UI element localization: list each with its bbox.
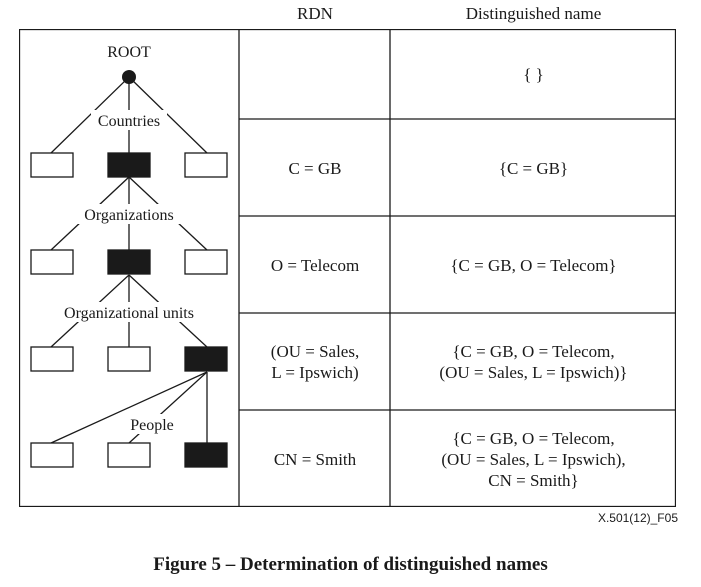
table-grid [19,29,676,507]
level-label-organizations: Organizations [84,207,173,224]
directory-tree: ROOT Countries Organizations Organizatio… [30,44,228,468]
country-node [184,152,228,178]
rdn-column-header: RDN [297,4,333,23]
rdn-cell-org-unit: (OU = Sales, L = Ipswich) [270,342,360,382]
root-node [122,70,136,84]
root-label: ROOT [107,44,151,61]
figure-caption: Figure 5 – Determination of distinguishe… [153,554,548,575]
level-label-countries: Countries [98,113,160,130]
org-unit-node [107,346,151,372]
country-node [30,152,74,178]
rdn-cell-country: C = GB [288,158,342,178]
dn-cell-organization: {C = GB, O = Telecom} [450,255,617,275]
country-node-selected [107,152,151,178]
rdn-cell-person: CN = Smith [273,449,357,469]
org-unit-node [30,346,74,372]
dn-cell-country: {C = GB} [498,158,569,178]
person-node-selected [184,442,228,468]
rdn-cell-organization: O = Telecom [270,255,360,275]
rdn-cell-root [240,29,390,119]
person-node [30,442,74,468]
organization-node [30,249,74,275]
person-node [107,442,151,468]
figure-id: X.501(12)_F05 [597,511,678,525]
dn-cell-root: { } [523,64,544,84]
dn-cell-person: {C = GB, O = Telecom, (OU = Sales, L = I… [441,428,626,490]
org-unit-node-selected [184,346,228,372]
organization-node [184,249,228,275]
level-label-people: People [130,417,174,434]
dn-cell-org-unit: {C = GB, O = Telecom, (OU = Sales, L = I… [439,342,628,382]
level-label-organizational-units: Organizational units [64,305,194,322]
organization-node-selected [107,249,151,275]
dn-column-header: Distinguished name [465,4,602,23]
